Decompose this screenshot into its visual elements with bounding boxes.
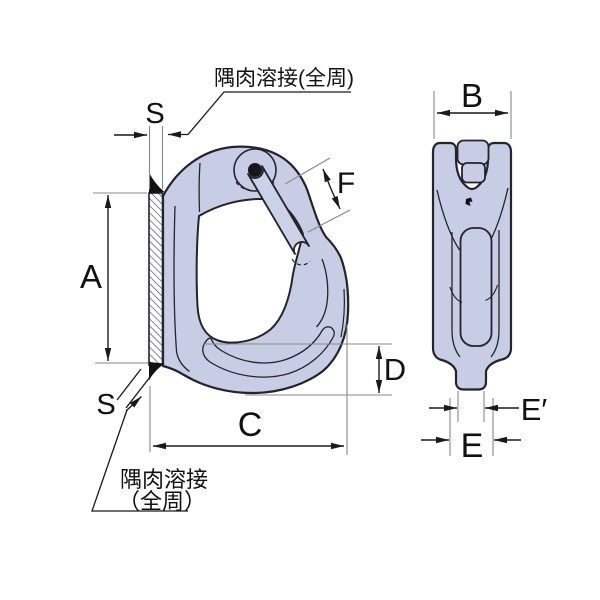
- bottom-weld-leader: [91, 409, 188, 512]
- dim-label-b: B: [461, 77, 483, 114]
- safety-latch: [247, 165, 310, 255]
- weld-leg-tick-1: [116, 368, 142, 401]
- chain-link-block-upper: [456, 139, 490, 166]
- back-plate-hatch: [148, 192, 164, 366]
- dim-f-arrow-up: [322, 168, 332, 190]
- brand-mark-icon: [465, 197, 473, 206]
- dim-f-arrow-down: [330, 188, 341, 210]
- dim-label-a: A: [80, 258, 102, 295]
- front-view: [148, 145, 350, 395]
- weld-bead-top: [149, 172, 165, 194]
- weld-bead-bottom: [149, 362, 165, 381]
- dim-label-s-bottom: S: [96, 389, 115, 421]
- latch-tip-hidden-arc: [291, 258, 311, 266]
- dimension-lines: [91, 91, 521, 512]
- bottom-weld-note-line2: （全周）: [118, 489, 206, 514]
- side-lobe-shade-left: [436, 189, 461, 251]
- dim-label-d: D: [384, 352, 406, 387]
- top-weld-note: 隅肉溶接(全周): [214, 67, 354, 90]
- side-inner-edge-right: [490, 230, 500, 358]
- chain-link-block-lower: [461, 162, 486, 184]
- bottom-weld-note-line1: 隅肉溶接: [120, 467, 208, 492]
- bill-edge-line: [340, 288, 345, 338]
- side-curl-left: [449, 286, 463, 304]
- top-weld-leader: [168, 91, 351, 138]
- dim-label-c: C: [238, 406, 263, 444]
- side-view: [431, 139, 513, 391]
- dim-label-f: F: [337, 167, 355, 200]
- dim-label-e-prime: E′: [521, 392, 548, 427]
- boss-hidden-arc: [235, 181, 275, 192]
- extension-lines: [93, 91, 512, 456]
- side-center-slot: [459, 227, 493, 347]
- dim-label-s-top: S: [145, 98, 164, 130]
- bill-rib-line: [316, 258, 329, 328]
- pivot-pin-icon: [248, 163, 262, 177]
- dimension-labels: S A F C D S B E′ E 隅肉溶接(全周) 隅肉溶接 （全周）: [80, 67, 547, 514]
- weld-leg-tick-2: [125, 376, 151, 409]
- side-curl-right: [485, 284, 499, 302]
- top-ridge-line: [198, 162, 201, 213]
- side-inner-edge-left: [451, 232, 461, 358]
- dim-label-e: E: [461, 427, 484, 465]
- bottom-weld-leader-arrow: [125, 396, 142, 412]
- body-contour-line: [173, 205, 190, 373]
- lower-arm-rib: [202, 326, 335, 378]
